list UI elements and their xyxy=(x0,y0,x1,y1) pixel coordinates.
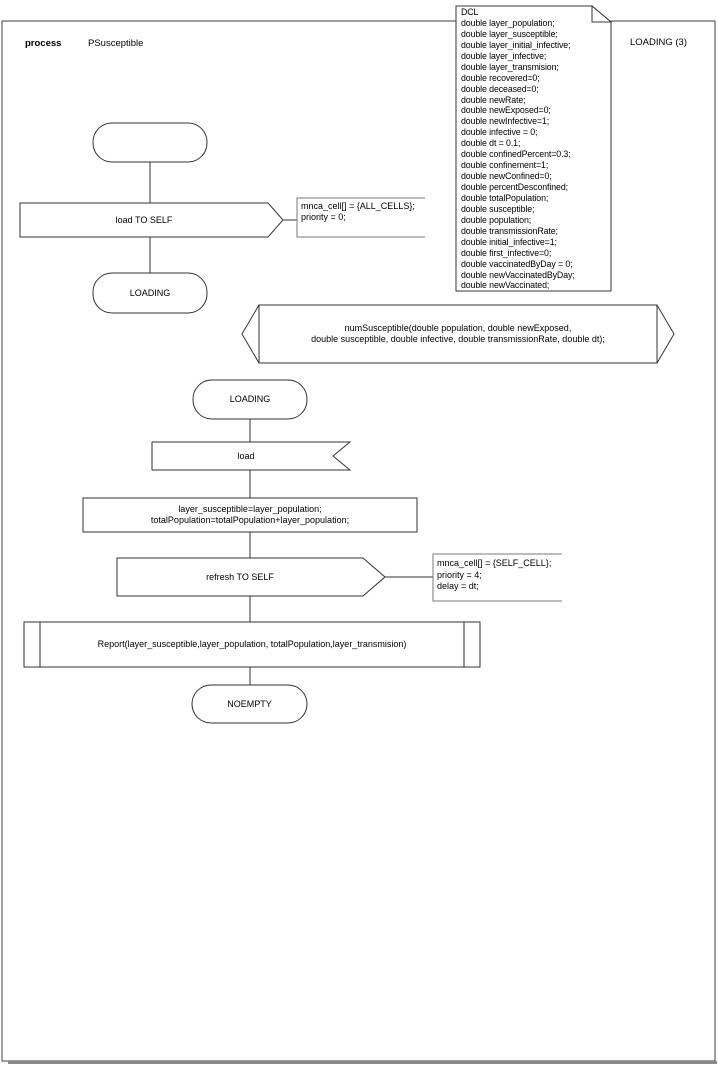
output-signal-label-refresh-to-self: refresh TO SELF xyxy=(206,571,274,582)
procedure-call-label: Report(layer_susceptible,layer_populatio… xyxy=(97,639,407,649)
comment-bracket-all-cells xyxy=(296,197,425,238)
comment-bracket-self-cell xyxy=(432,553,562,602)
procedure-declaration-shape xyxy=(258,304,658,364)
start-state-shape xyxy=(92,122,208,163)
procedure-declaration-right-point xyxy=(656,304,675,364)
dcl-declarations-text: DCL double layer_population; double laye… xyxy=(461,7,575,291)
process-name: PSusceptible xyxy=(88,38,144,49)
state-label-noempty: NOEMPTY xyxy=(227,698,272,709)
page-state-label: LOADING (3) xyxy=(630,37,688,48)
comment-text-all-cells: mnca_cell[] = {ALL_CELLS}; priority = 0; xyxy=(301,201,415,222)
page-bottom-shadow xyxy=(8,1061,717,1064)
state-shape-loading-2 xyxy=(192,379,308,420)
process-kind-label: process xyxy=(25,38,62,49)
state-label-loading-2: LOADING xyxy=(229,394,271,404)
state-label-loading-1: LOADING xyxy=(129,287,171,298)
input-signal-label-load: load xyxy=(237,450,255,461)
state-shape-noempty xyxy=(191,684,308,724)
output-signal-label-load-to-self: load TO SELF xyxy=(115,214,173,225)
output-signal-shape-refresh-to-self xyxy=(116,557,386,597)
procedure-declaration-left-point xyxy=(241,304,260,364)
task-shape xyxy=(82,497,418,533)
comment-text-self-cell: mnca_cell[] = {SELF_CELL}; priority = 4;… xyxy=(437,558,552,591)
dcl-note-shape xyxy=(455,5,612,292)
task-text: layer_susceptible=layer_population; tota… xyxy=(150,504,350,525)
procedure-declaration-text: numSusceptible(double population, double… xyxy=(311,322,605,344)
procedure-call-shape xyxy=(23,621,481,668)
input-signal-shape-load xyxy=(151,441,352,471)
state-shape-loading-1 xyxy=(92,272,208,314)
dcl-note-fold-icon xyxy=(591,4,613,23)
output-signal-shape-load-to-self xyxy=(19,202,284,238)
